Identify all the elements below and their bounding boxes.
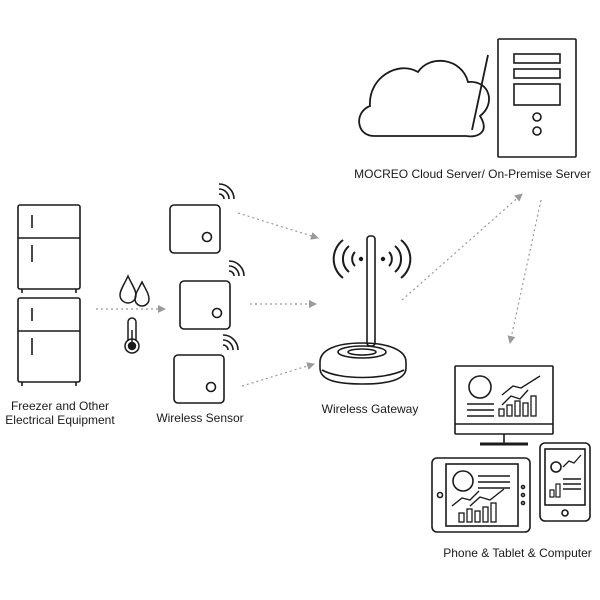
cloud-icon [358,59,490,138]
wifi-signal-icon [332,239,412,279]
phone-icon [539,442,591,522]
monitor-icon [454,365,554,446]
server-tower-icon [497,38,577,158]
bar-chart-icon [498,395,537,417]
wireless-sensor-icon [173,334,239,404]
arrow-gateway-to-server [401,193,523,301]
server-label: MOCREO Cloud Server/ On-Premise Server [354,167,591,181]
arrow-sensor3-to-gateway [241,362,315,387]
bar-chart-icon [458,502,497,523]
wireless-gateway-icon [319,235,407,385]
wireless-sensor-icon [179,260,245,330]
arrow-server-to-devices [507,199,542,344]
tablet-icon [431,457,531,533]
gateway-label: Wireless Gateway [321,402,419,416]
cloud-server-separator [471,54,489,131]
freezer-icon [17,204,81,293]
freezer-label: Freezer and Other Electrical Equipment [0,399,120,427]
freezer-label-line2: Electrical Equipment [5,413,115,427]
water-drops-icon [119,274,150,307]
freezer-icon [17,297,81,386]
freezer-label-line1: Freezer and Other [10,399,110,413]
wireless-sensor-icon [169,183,235,254]
devices-label: Phone & Tablet & Computer [443,546,592,560]
arrow-sensor1-to-gateway [237,212,319,240]
thermometer-icon [124,317,140,354]
sensor-label: Wireless Sensor [156,411,244,425]
